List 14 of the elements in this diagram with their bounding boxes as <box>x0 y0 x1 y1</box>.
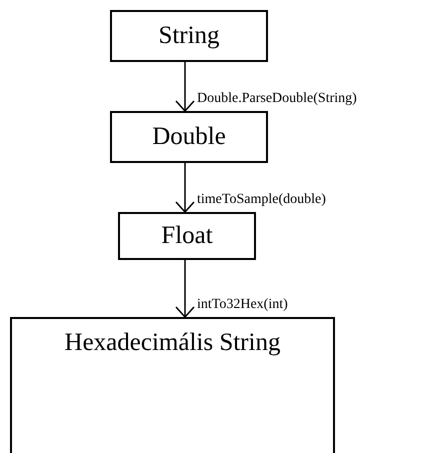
edge-label: Double.ParseDouble(String) <box>197 91 357 107</box>
edge-label: intTo32Hex(int) <box>197 297 288 313</box>
process-box <box>118 212 256 260</box>
box-label: Float <box>161 222 213 250</box>
arrow <box>175 62 195 112</box>
box-label: String <box>158 22 220 50</box>
arrow <box>175 163 195 213</box>
arrow <box>175 260 195 318</box>
process-box <box>110 111 268 163</box>
process-box <box>110 10 268 62</box>
process-box <box>10 317 335 453</box>
box-label: Hexadecimális String <box>64 329 280 357</box>
box-label: Double <box>152 123 226 151</box>
edge-label: timeToSample(double) <box>197 192 326 208</box>
